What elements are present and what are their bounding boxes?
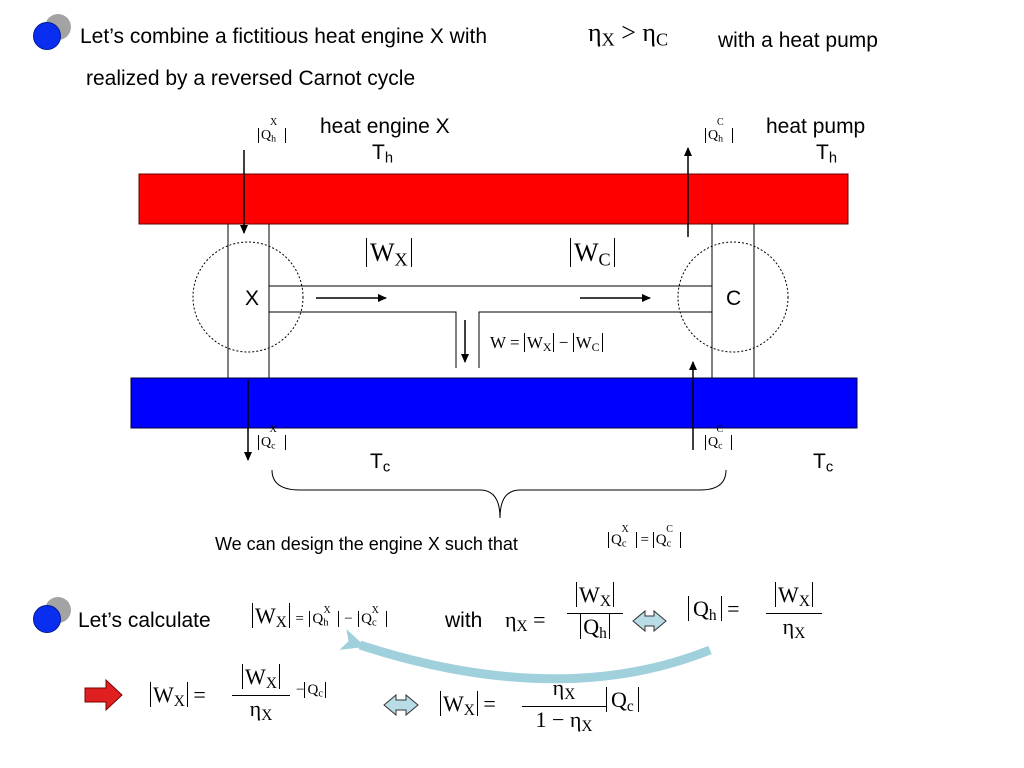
brace — [271, 469, 727, 519]
wx-label: WX — [366, 238, 412, 271]
intro-line-1: Let’s combine a fictitious heat engine X… — [80, 25, 487, 49]
qh-x-label: QhX — [258, 117, 287, 144]
intro-tail: with a heat pump — [718, 29, 878, 52]
qh-c-label: QhC — [705, 117, 733, 144]
qc-c-label: QcC — [705, 424, 733, 451]
th-label-pump: Th — [816, 141, 837, 167]
pump-title: heat pump — [766, 115, 866, 138]
hot-reservoir — [138, 173, 849, 225]
th-label-engine: Th — [372, 141, 393, 167]
wc-label: WC — [570, 238, 615, 271]
double-arrow-icon — [632, 609, 667, 633]
pump-c-circle — [677, 241, 789, 353]
tc-label-engine: Tc — [370, 450, 391, 476]
red-arrow-icon — [84, 678, 123, 712]
intro-line-2: realized by a reversed Carnot cycle — [86, 67, 416, 90]
intro-text: Let’s combine a fictitious heat engine X… — [80, 25, 488, 48]
engine-x-label: X — [245, 287, 260, 310]
calc-label: Let’s calculate — [78, 609, 211, 632]
curved-arrow — [339, 628, 712, 684]
cold-reservoir — [130, 377, 858, 429]
efficiency-condition: ηX > ηC — [588, 18, 669, 50]
w-net-formula: W = WX − WC — [490, 333, 603, 355]
engine-title: heat engine X — [320, 115, 450, 138]
double-arrow-icon-2 — [383, 693, 419, 717]
qc-x-label: QcX — [258, 424, 286, 451]
bullet-2 — [33, 597, 71, 635]
design-equation: QcX = QcC — [608, 524, 681, 550]
tc-label-pump: Tc — [813, 450, 834, 476]
engine-x-circle — [192, 241, 304, 353]
design-text: We can design the engine X such that — [215, 534, 518, 554]
with-label: with — [445, 609, 483, 632]
pump-c-label: C — [726, 287, 742, 310]
wx-eq-1: WX = QhX − QcX — [252, 603, 387, 632]
bullet-1 — [33, 14, 71, 52]
